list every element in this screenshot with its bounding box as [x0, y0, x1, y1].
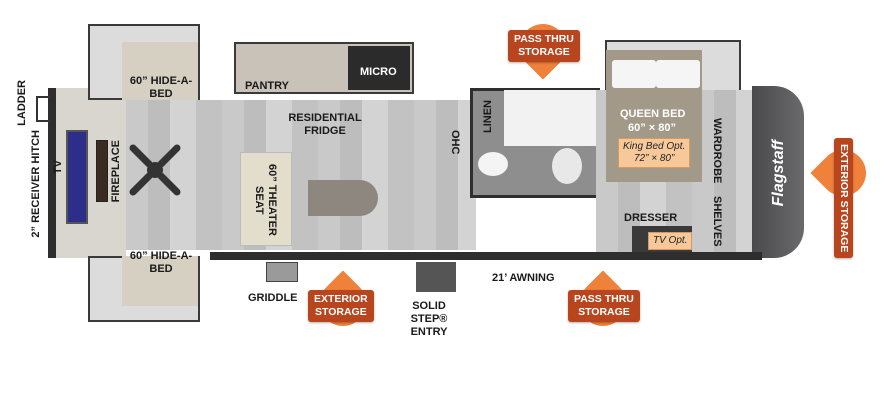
king-option-size: 72” × 80” [633, 153, 675, 164]
label-ladder: LADDER [16, 80, 28, 126]
shower [504, 90, 596, 146]
theater-seat-unit [240, 152, 292, 246]
label-dresser: DRESSER [624, 212, 678, 224]
label-micro: MICRO [360, 66, 397, 78]
label-fireplace: FIREPLACE [110, 140, 122, 203]
label-shelves: SHELVES [711, 196, 723, 247]
sink-icon [552, 148, 582, 184]
sofa-top [122, 42, 198, 100]
label-linen: LINEN [482, 100, 494, 133]
label-tv: TV [52, 160, 64, 175]
label-hide-a-bed-top: 60” HIDE-A-BED [129, 75, 193, 100]
curbside-wall [210, 252, 762, 260]
griddle-icon [266, 262, 298, 282]
label-queen-bed-size: 60” × 80” [628, 122, 677, 134]
label-entry: SOLID STEP® ENTRY [410, 300, 448, 338]
sofa-bottom [122, 256, 198, 306]
pillow-right [656, 60, 700, 88]
label-queen-bed: QUEEN BED [620, 108, 686, 120]
label-hide-a-bed-bottom: 60” HIDE-A-BED [129, 250, 193, 275]
king-bed-option: King Bed Opt. 72” × 80” [618, 138, 691, 168]
king-option-label: King Bed Opt. [623, 141, 686, 152]
tv-screen [66, 130, 88, 224]
front-cap [752, 86, 804, 258]
label-pantry: PANTRY [245, 80, 289, 92]
label-fridge: RESIDENTIAL FRIDGE [288, 112, 362, 137]
label-ohc: OHC [449, 130, 461, 155]
label-wardrobe: WARDROBE [711, 118, 723, 184]
microwave-area [348, 46, 410, 90]
rear-wall [48, 88, 56, 258]
label-awning: 21’ AWNING [492, 272, 555, 284]
ladder-icon [36, 96, 50, 122]
label-theater-seat: 60” THEATER SEAT [253, 164, 278, 236]
storage-badge-front: EXTERIOR STORAGE [810, 138, 878, 259]
toilet-icon [478, 152, 508, 176]
tv-option: TV Opt. [648, 232, 693, 250]
brand-logo: Flagstaff [770, 140, 787, 207]
label-receiver-hitch: 2” RECEIVER HITCH [30, 130, 42, 238]
living-floor [126, 100, 476, 250]
label-griddle: GRIDDLE [248, 292, 298, 304]
pillow-left [612, 60, 656, 88]
ceiling-fan-icon [125, 140, 185, 200]
dinette-table [308, 180, 378, 216]
fireplace-unit [96, 140, 108, 202]
entry-step-icon [416, 262, 456, 292]
